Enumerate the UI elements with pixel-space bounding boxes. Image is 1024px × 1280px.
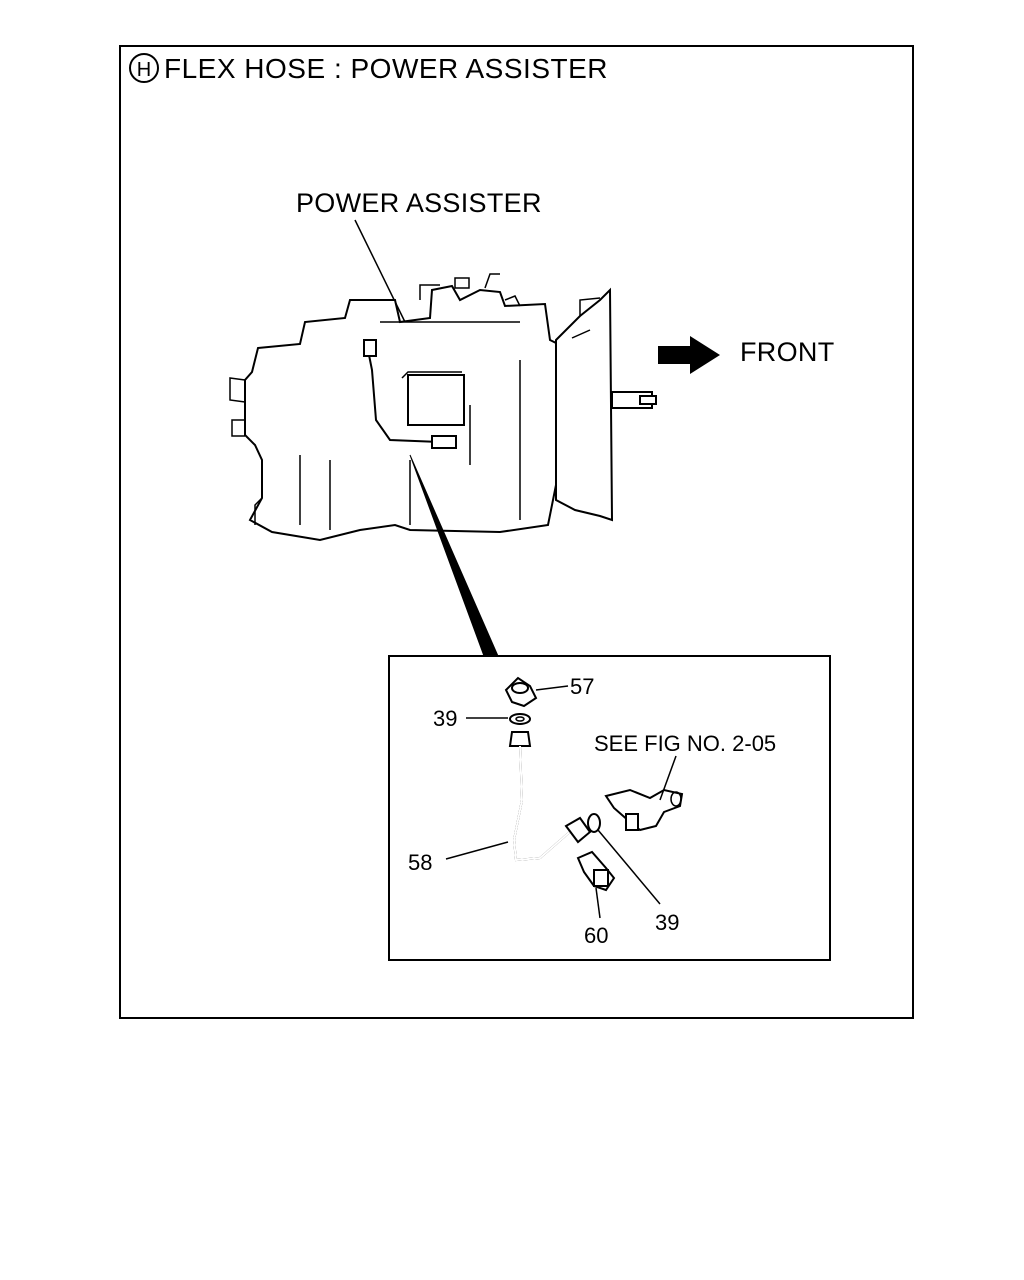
part-57-elbow-fitting [504,676,569,708]
power-assister-label: POWER ASSISTER [296,188,542,218]
badge-letter: H [137,59,151,81]
title-group: H FLEX HOSE : POWER ASSISTER [129,53,608,84]
callout-39-lower: 39 [655,910,679,935]
front-indicator: FRONT [658,336,834,374]
page-title: FLEX HOSE : POWER ASSISTER [164,53,608,84]
front-label: FRONT [740,337,834,367]
callout-39-top: 39 [433,706,457,731]
part-39-washer-top [466,713,531,725]
callout-60: 60 [584,923,608,948]
callout-57: 57 [570,674,594,699]
part-58-flex-hose [445,731,592,862]
callout-58: 58 [408,850,432,875]
front-arrow-icon [658,336,720,374]
outer-frame [119,45,914,1019]
part-39-washer-lower [587,813,661,905]
badge-circle [129,53,159,83]
transmission-assembly [229,273,657,542]
tee-fitting [604,755,684,832]
detail-inset [388,655,831,961]
part-60-clip [576,850,616,919]
see-fig-reference: SEE FIG NO. 2-05 [594,731,776,756]
